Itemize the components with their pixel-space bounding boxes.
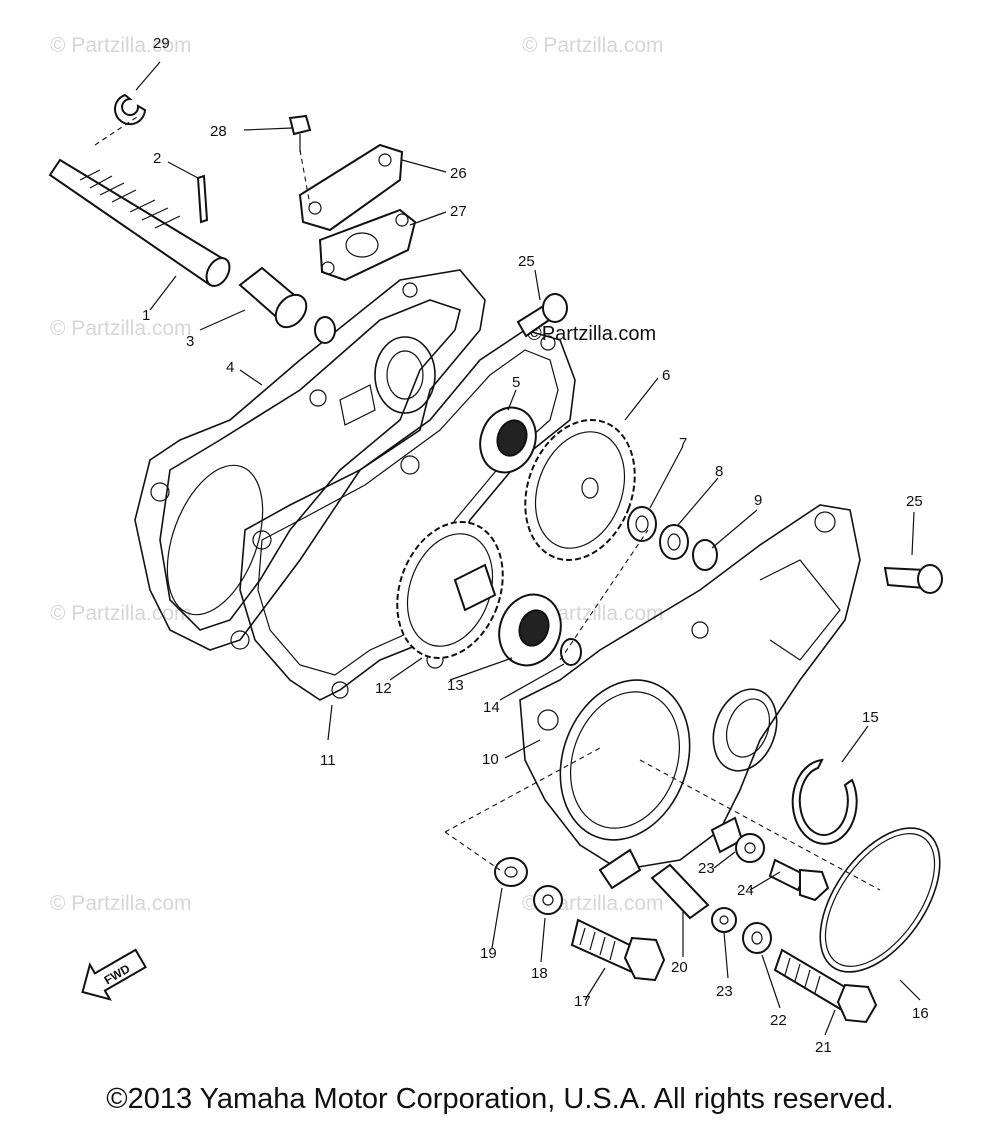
circlip (114, 93, 147, 126)
callout-label: 17 (574, 993, 591, 1010)
callout-label: 16 (912, 1005, 929, 1022)
callout-label: 9 (754, 492, 762, 509)
callout-label: 18 (531, 965, 548, 982)
left-housing (134, 269, 486, 651)
washer (742, 922, 772, 954)
copyright-notice: ©2013 Yamaha Motor Corporation, U.S.A. A… (106, 1083, 894, 1115)
washer (627, 506, 657, 542)
shaft (48, 158, 231, 287)
callout-label: 28 (210, 123, 227, 140)
callout-label: 26 (450, 165, 467, 182)
o-ring (819, 827, 941, 973)
assembly-lines (94, 114, 881, 891)
forward-arrow-icon: FWD (81, 948, 147, 1001)
washer (735, 833, 765, 863)
washer (494, 857, 528, 887)
circlip (560, 638, 582, 666)
watermark: © Partzilla.com (50, 34, 192, 57)
watermark: © Partzilla.com (522, 34, 664, 57)
callout-label: 2 (153, 150, 161, 167)
callout-label: 12 (375, 680, 392, 697)
watermark-center: ©Partzilla.com (527, 323, 656, 345)
right-cover (519, 504, 861, 890)
bearing (479, 406, 537, 474)
callout-label: 8 (715, 463, 723, 480)
callout-label: 23 (716, 983, 733, 1000)
watermark: © Partzilla.com (50, 317, 192, 340)
callout-label: 11 (320, 752, 336, 769)
callout-label: 25 (518, 253, 535, 270)
gear-large (524, 419, 636, 561)
washer (533, 885, 563, 915)
washer (659, 524, 689, 560)
watermark: © Partzilla.com (50, 602, 192, 625)
bolt (570, 918, 666, 982)
dowel (650, 863, 710, 920)
leader-lines (135, 61, 921, 1036)
callout-label: 19 (480, 945, 497, 962)
bolt (516, 293, 568, 338)
bolt (883, 564, 943, 594)
callout-label: 22 (770, 1012, 787, 1029)
callout-label: 1 (142, 307, 150, 324)
callout-label: 5 (512, 374, 520, 391)
bolt (773, 948, 878, 1024)
watermark: © Partzilla.com (50, 892, 192, 915)
callout-label: 25 (906, 493, 923, 510)
bolt (768, 858, 830, 902)
pin (196, 174, 209, 224)
callout-label: 3 (186, 333, 194, 350)
callout-label: 21 (815, 1039, 832, 1056)
callout-label: 29 (153, 35, 170, 52)
callout-label: 4 (226, 359, 234, 376)
collar (238, 266, 336, 344)
callout-label: 24 (737, 882, 754, 899)
cover-plate-group (288, 114, 417, 282)
circlip (692, 539, 718, 571)
washer (711, 907, 737, 933)
callout-label: 14 (483, 699, 500, 716)
callout-label: 6 (662, 367, 670, 384)
callout-label: 7 (679, 435, 687, 452)
callout-label: 13 (447, 677, 464, 694)
bearing (498, 593, 562, 667)
callout-labels: 29 28 2 26 27 25 1 3 4 5 6 7 8 9 25 12 1… (142, 35, 929, 1056)
gear-small (396, 521, 504, 659)
circlip (791, 758, 858, 845)
callout-label: 27 (450, 203, 467, 220)
callout-label: 15 (862, 709, 879, 726)
callout-label: 10 (482, 751, 499, 768)
callout-label: 20 (671, 959, 688, 976)
callout-label: 23 (698, 860, 715, 877)
